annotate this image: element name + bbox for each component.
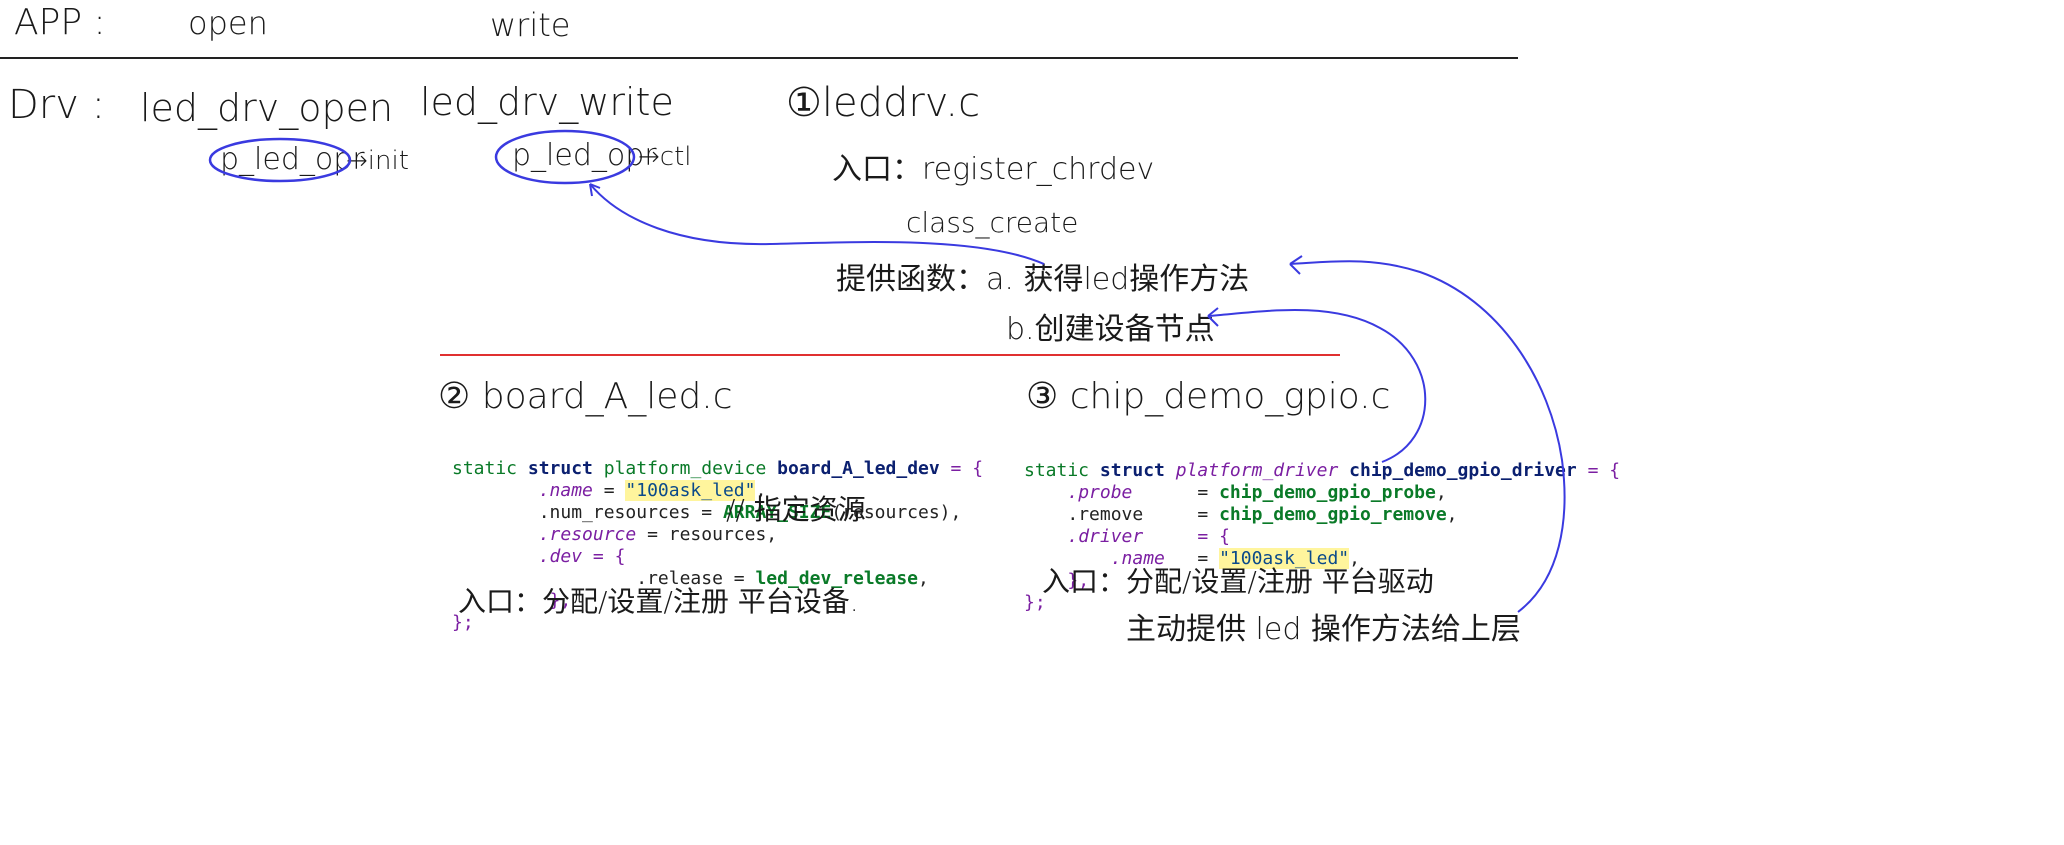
board-code-line-5: .dev = { — [538, 546, 626, 567]
arrow-probe-to-create-node-head — [1207, 307, 1219, 327]
drv-opr-right: p_led_opr — [512, 138, 657, 173]
leddrv-provides-a: 提供函数：a. 获得led操作方法 — [836, 262, 1250, 297]
arrow-get-ops-to-opr — [589, 183, 1045, 265]
chip-provide: 主动提供 led 操作方法给上层 — [1126, 612, 1521, 647]
arrow-get-ops-to-opr-head — [589, 183, 601, 197]
board-code-line-7: }, — [549, 590, 572, 611]
board-code-line-6: .release = led_dev_release, — [636, 568, 929, 589]
board-code-line-3: .num_resources = ARRAY_SIZE(resources), — [538, 502, 962, 523]
board-title: ② board_A_led.c — [438, 376, 733, 417]
chip-code-line-6: }, — [1067, 570, 1090, 591]
board-code-line-4: .resource = resources, — [538, 524, 778, 545]
chip-entry: 入口：分配/设置/注册 平台驱动 — [1042, 565, 1434, 598]
drv-opr-left-suffix: →init — [346, 146, 409, 176]
opr-left-circle — [208, 137, 352, 183]
board-code: static struct platform_device board_A_le… — [452, 436, 983, 634]
leddrv-class-create: class_create — [906, 206, 1079, 239]
drv-label: Drv : — [8, 82, 106, 128]
leddrv-provides-b: b.创建设备节点 — [1006, 312, 1215, 347]
chip-code: static struct platform_driver chip_demo_… — [1024, 438, 1620, 614]
app-open: open — [188, 4, 268, 42]
chip-code-line-2: .probe = chip_demo_gpio_probe, — [1067, 482, 1447, 503]
chip-title: ③ chip_demo_gpio.c — [1026, 376, 1391, 417]
board-code-line-2: .name = "100ask_led", — [538, 480, 767, 501]
leddrv-title: ①leddrv.c — [786, 80, 981, 126]
opr-right-circle — [494, 129, 636, 185]
board-code-line-8: }; — [452, 612, 474, 633]
chip-code-line-4: .driver = { — [1067, 526, 1230, 547]
chip-code-line-1: static struct platform_driver chip_demo_… — [1024, 460, 1621, 481]
chip-code-line-7: }; — [1024, 592, 1046, 613]
app-write: write — [490, 6, 571, 44]
board-code-line-1: static struct platform_device board_A_le… — [452, 458, 984, 479]
chip-code-line-5: .name = "100ask_led", — [1110, 548, 1360, 569]
drv-write-fn: led_drv_write — [420, 80, 674, 124]
app-label: APP : — [14, 2, 106, 43]
chip-code-line-3: .remove = chip_demo_gpio_remove, — [1067, 504, 1458, 525]
arrow-provide-to-get-ops-head — [1289, 255, 1303, 275]
drv-open-fn: led_drv_open — [140, 86, 394, 130]
arrow-provide-to-get-ops — [1289, 260, 1566, 613]
board-entry: 入口：分配/设置/注册 平台设备. — [458, 585, 859, 618]
arrow-probe-to-create-node — [1207, 309, 1427, 463]
drv-opr-right-suffix: →ctl — [638, 142, 692, 172]
board-note-resource: // 指定资源 — [726, 493, 866, 526]
leddrv-entry: 入口：register_chrdev — [832, 152, 1155, 187]
